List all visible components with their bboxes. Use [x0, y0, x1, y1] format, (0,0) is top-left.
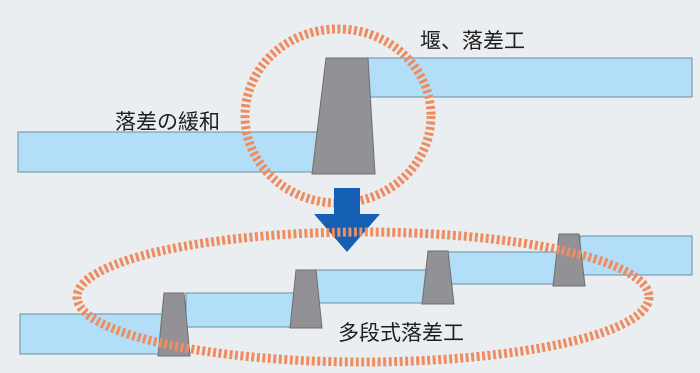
weir-structure	[311, 57, 376, 175]
step-water-4	[447, 251, 559, 285]
drop-relief-label: 落差の緩和	[115, 110, 220, 134]
step-drop-structure-4	[552, 233, 586, 287]
step-water-5	[579, 235, 693, 276]
weir-drop-label: 堰、落差工	[420, 29, 525, 53]
weir-highlight-ring	[240, 24, 436, 208]
multi-step-drop-label: 多段式落差工	[338, 321, 464, 345]
top-scene	[17, 24, 693, 208]
step-water-3	[315, 269, 429, 304]
step-water-2	[185, 292, 297, 328]
upper-channel-downstream-water	[17, 131, 321, 173]
down-arrow-icon	[314, 188, 380, 252]
step-drop-structure-2	[289, 269, 323, 329]
step-drop-structure-3	[421, 250, 455, 305]
multi-step-highlight-ring	[72, 227, 654, 367]
upper-channel-upstream-water	[364, 57, 693, 98]
bottom-scene	[19, 227, 693, 367]
step-drop-structure-1	[157, 292, 191, 357]
